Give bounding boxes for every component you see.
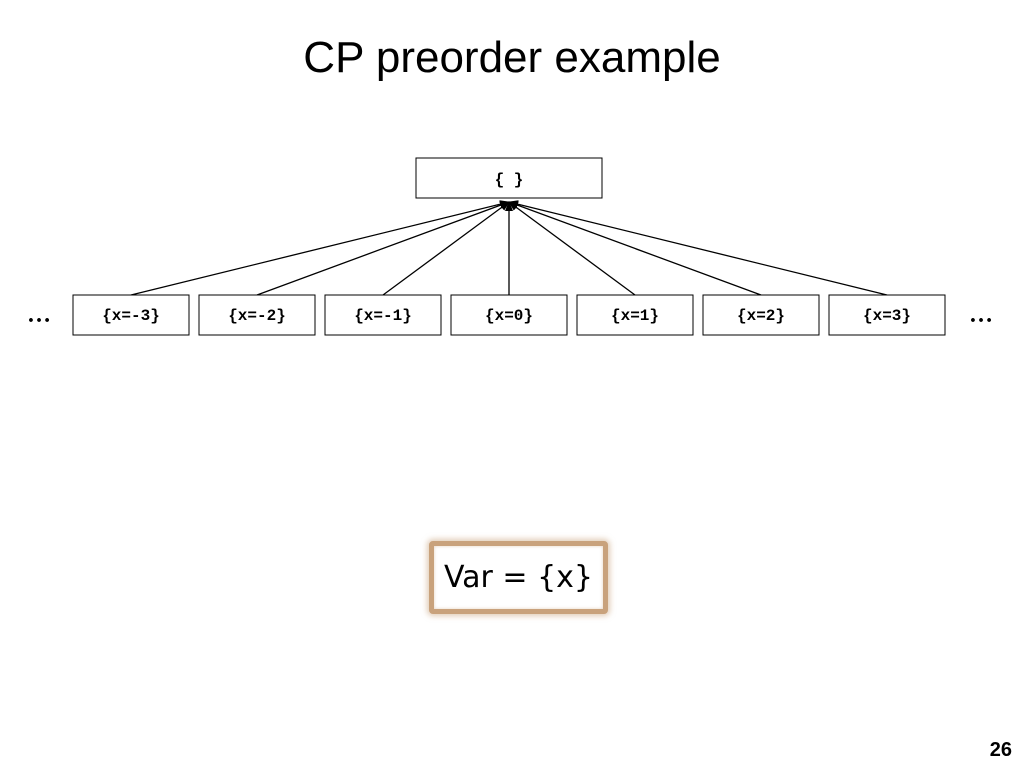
bottom-node-box [702, 294, 820, 336]
top-node: { } [415, 157, 603, 199]
bottom-node-box [450, 294, 568, 336]
bottom-node-label: {x=-1} [354, 307, 412, 325]
bottom-node-x-1: {x=1} [576, 294, 694, 336]
bottom-node-label: {x=-2} [228, 307, 286, 325]
bottom-node-x-neg3: {x=-3} [72, 294, 190, 336]
edge-x-3 [508, 200, 888, 296]
top-node-label: { } [495, 171, 524, 189]
top-node-box [415, 157, 603, 199]
edge-x-1 [508, 201, 636, 296]
edge-x-neg3 [130, 200, 510, 296]
bottom-node-box [576, 294, 694, 336]
bottom-node-box [198, 294, 316, 336]
bottom-node-label: {x=0} [485, 307, 533, 325]
var-callout-text: Var = {x} [443, 559, 594, 595]
edge-x-2 [508, 201, 762, 296]
bottom-node-box [324, 294, 442, 336]
bottom-node-x-0: {x=0} [450, 294, 568, 336]
bottom-node-label: {x=-3} [102, 307, 160, 325]
left-ellipsis: … [27, 302, 51, 328]
edge-x-neg1 [382, 201, 510, 296]
bottom-node-box [72, 294, 190, 336]
bottom-node-x-2: {x=2} [702, 294, 820, 336]
bottom-node-x-3: {x=3} [828, 294, 946, 336]
bottom-node-x-neg1: {x=-1} [324, 294, 442, 336]
bottom-node-label: {x=1} [611, 307, 659, 325]
var-callout-box: Var = {x} [429, 541, 608, 614]
bottom-node-x-neg2: {x=-2} [198, 294, 316, 336]
bottom-node-label: {x=3} [863, 307, 911, 325]
page-number: 26 [989, 739, 1012, 761]
edges [130, 200, 888, 296]
bottom-node-label: {x=2} [737, 307, 785, 325]
slide-title: CP preorder example [303, 33, 721, 82]
bottom-node-box [828, 294, 946, 336]
right-ellipsis: … [969, 302, 993, 328]
edge-x-neg2 [256, 201, 510, 296]
